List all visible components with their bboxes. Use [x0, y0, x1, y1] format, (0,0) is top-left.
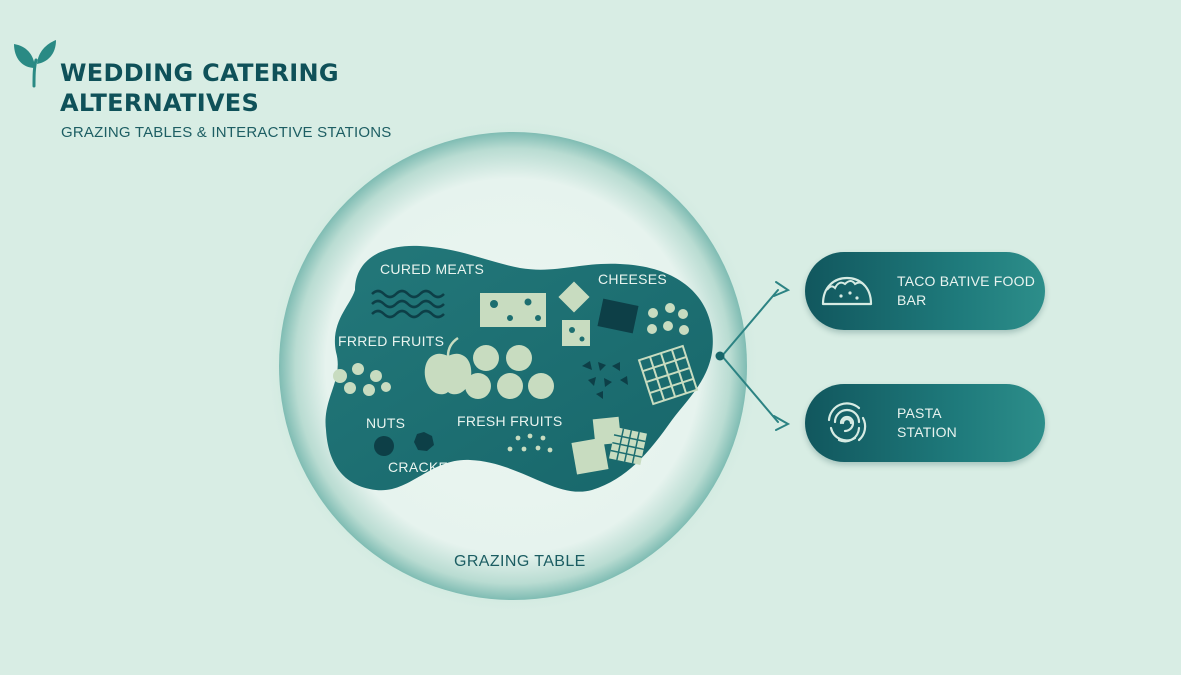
taco-icon — [821, 276, 873, 306]
label-cheeses: CHEESES — [598, 271, 667, 287]
label-dried-fruits: FRRED FRUITS — [338, 333, 444, 349]
label-fresh-fruits: FRESH FRUITS — [457, 413, 563, 429]
leaf-logo-icon — [14, 40, 56, 88]
label-crackers: CRACKERS — [388, 459, 468, 475]
fresh-fruits-icon — [465, 345, 554, 399]
crackers-grid-icon — [637, 344, 699, 406]
crackers-icon — [571, 416, 647, 475]
label-nuts: NUTS — [366, 415, 405, 431]
page-subtitle: GRAZING TABLES & INTERACTIVE STATIONS — [61, 124, 392, 141]
cheese-cubes-icon — [647, 303, 689, 335]
cheese-icon — [480, 281, 639, 346]
station-pasta-label-line2: STATION — [897, 424, 957, 440]
label-cured-meats: CURED MEATS — [380, 261, 484, 277]
grazing-table-label: GRAZING TABLE — [454, 553, 586, 570]
station-taco-bar: TACO BATIVE FOOD BAR — [805, 252, 1045, 330]
station-taco-label-line1: TACO BATIVE FOOD — [897, 273, 1036, 289]
dried-fruits-icon — [333, 363, 391, 396]
berries-icon — [507, 433, 553, 453]
nuts-triangles-icon — [582, 361, 628, 399]
nuts-icon — [374, 432, 434, 456]
station-taco-label-line2: BAR — [897, 292, 927, 308]
connector-node — [715, 351, 725, 361]
page-title: WEDDING CATERING ALTERNATIVES — [60, 59, 339, 117]
apple-icon — [424, 336, 472, 395]
connector-arrows — [721, 281, 791, 431]
cured-meats-icon — [371, 289, 445, 319]
pasta-icon — [827, 402, 867, 443]
station-pasta: PASTA STATION — [805, 384, 1045, 462]
station-pasta-label-line1: PASTA — [897, 405, 942, 421]
